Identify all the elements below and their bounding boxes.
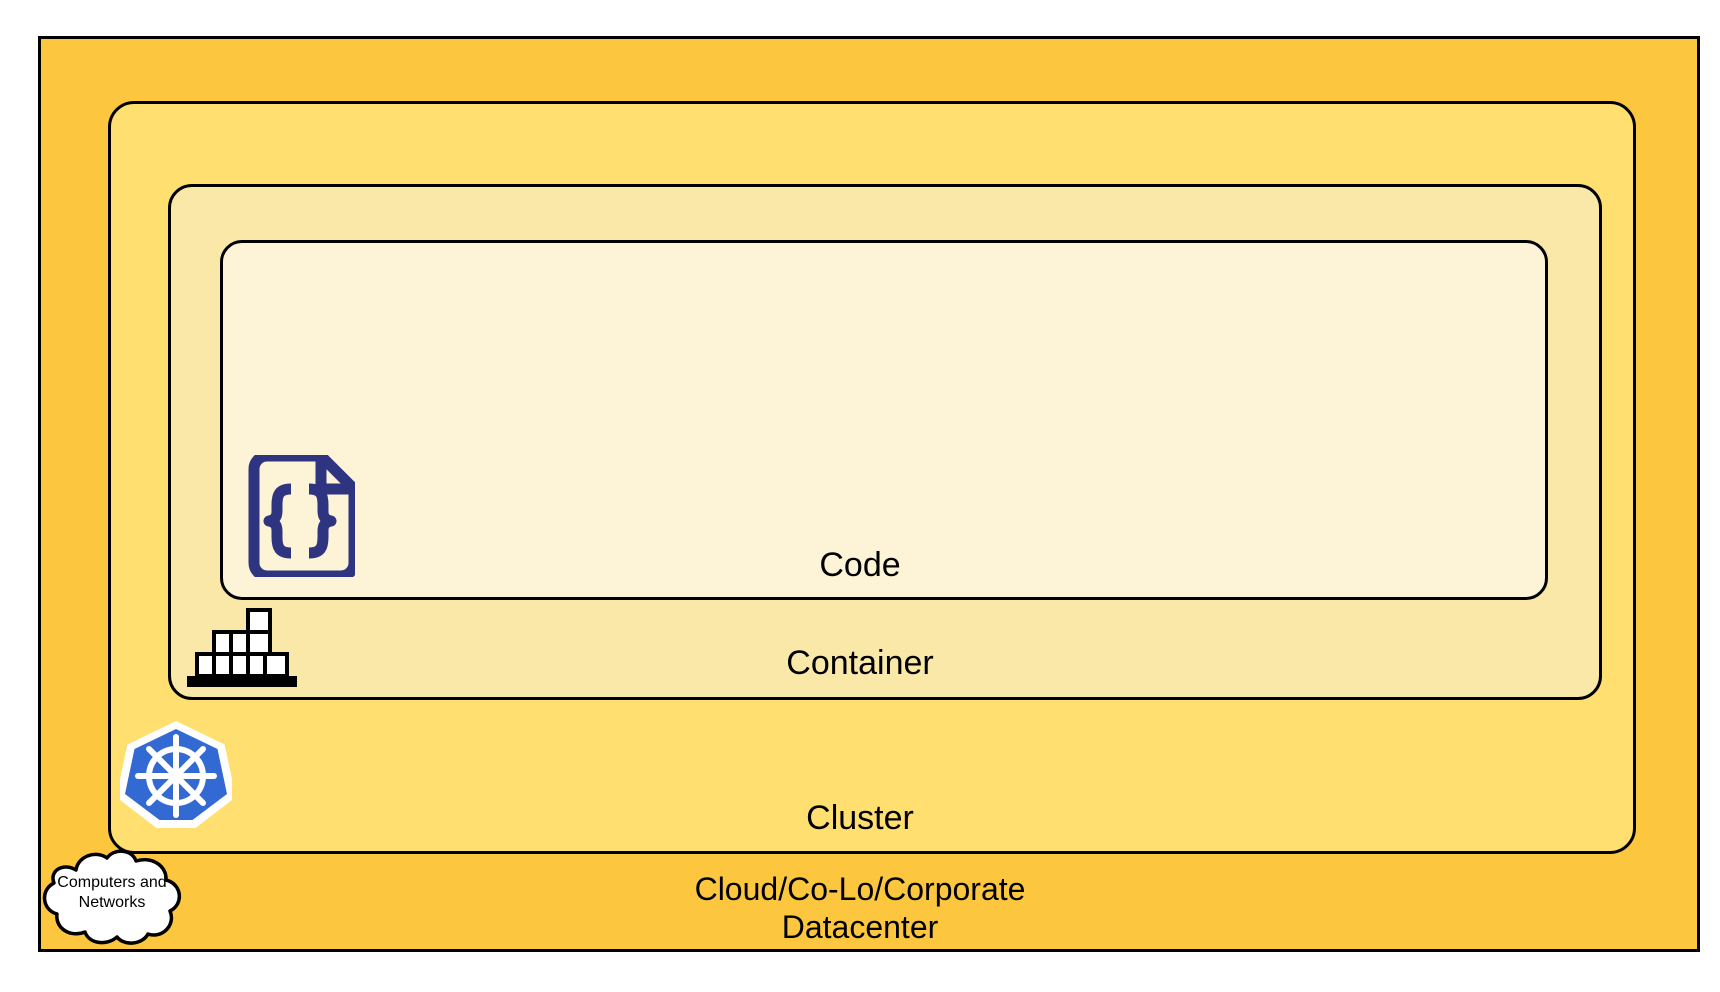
layer-label-datacenter: Cloud/Co-Lo/Corporate Datacenter [694,871,1026,945]
layer-label-code: Code [819,546,901,584]
container-bricks-icon [186,608,314,692]
layer-label-cluster: Cluster [806,799,914,837]
layer-label-container: Container [786,644,934,682]
computers-networks-cloud[interactable] [36,848,188,946]
kubernetes-helm-icon [116,718,236,830]
code-file-braces-icon [243,450,360,582]
layer-code[interactable] [220,240,1548,600]
